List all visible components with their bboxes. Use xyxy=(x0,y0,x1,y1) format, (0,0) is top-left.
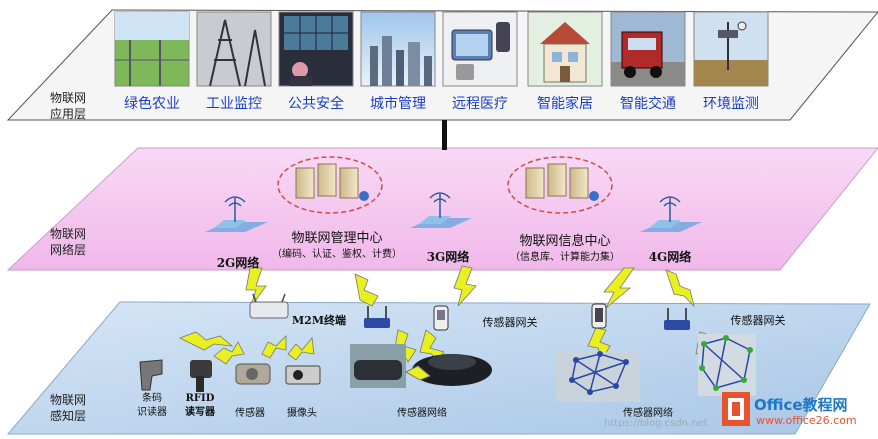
info-center-servers xyxy=(507,156,613,214)
layer-connector xyxy=(442,120,447,150)
camera-label: 摄像头 xyxy=(287,408,317,419)
m2m-terminal-label: M2M终端 xyxy=(291,314,346,327)
link-bolt xyxy=(287,337,315,361)
tile-industrial xyxy=(196,11,272,87)
link-bolt xyxy=(261,335,287,359)
mgmt-center-servers xyxy=(277,156,383,214)
app-label-transport: 智能交通 xyxy=(620,96,676,112)
sensor-network-label-2: 传感器网络 xyxy=(623,408,673,419)
network-2g-label: 2G网络 xyxy=(216,256,260,270)
tower-3g-icon xyxy=(410,192,472,228)
sensor-label: 传感器 xyxy=(235,408,265,419)
info-center-title: 物联网信息中心 xyxy=(519,234,611,249)
app-label-agriculture: 绿色农业 xyxy=(124,96,180,112)
link-bolt xyxy=(179,331,234,351)
rfid-reader-icon xyxy=(190,360,212,392)
watermark-brand: Office教程网 xyxy=(754,396,848,414)
router-icon-2 xyxy=(664,308,690,330)
watermark-url: www.office26.com xyxy=(756,414,857,427)
tile-transport xyxy=(610,11,686,87)
tile-agriculture xyxy=(114,11,190,87)
m2m-terminal-icon xyxy=(249,293,289,319)
phone-gateway-icon xyxy=(433,305,449,331)
link-bolt xyxy=(453,265,477,307)
sensor-icon xyxy=(235,363,271,385)
info-center-subtitle: （信息库、计算能力集） xyxy=(510,252,620,263)
tower-sensor-network-icon xyxy=(698,334,756,396)
sensor-gateway-label-2: 传感器网关 xyxy=(730,314,786,327)
network-layer-plane xyxy=(6,147,878,271)
mgmt-center-subtitle: （编码、认证、鉴权、计费） xyxy=(272,249,402,260)
barcode-reader-label: 条码 识读器 xyxy=(137,393,167,418)
tile-city xyxy=(360,11,436,87)
office-logo-icon xyxy=(722,392,750,426)
tile-environment xyxy=(693,11,769,87)
app-label-smart-home: 智能家居 xyxy=(537,96,593,112)
link-bolt xyxy=(665,269,695,308)
wireless-links xyxy=(179,265,721,365)
layer-label-application: 物联网 应用层 xyxy=(49,91,86,121)
sensor-gateway-label-1: 传感器网关 xyxy=(482,316,538,329)
car-sensor-network-icon xyxy=(350,344,492,388)
router-icon-1 xyxy=(364,306,390,328)
camera-icon xyxy=(285,365,321,385)
sensor-network-label-1: 传感器网络 xyxy=(397,408,447,419)
tower-2g-icon xyxy=(205,196,268,232)
network-4g-label: 4G网络 xyxy=(648,250,692,264)
rfid-reader-label: RFID 读写器 xyxy=(185,393,215,418)
app-label-public-security: 公共安全 xyxy=(288,96,344,112)
tile-smart-home xyxy=(527,11,603,87)
mgmt-center-title: 物联网管理中心 xyxy=(291,231,383,246)
app-label-telemedicine: 远程医疗 xyxy=(452,96,508,112)
tile-telemedicine xyxy=(442,11,518,87)
tower-4g-icon xyxy=(640,196,702,232)
bridge-sensor-network-icon xyxy=(556,351,640,402)
layer-label-perception: 物联网 感知层 xyxy=(49,393,86,423)
barcode-reader-icon xyxy=(139,359,163,391)
layer-label-network: 物联网 网络层 xyxy=(49,227,86,257)
gateway-device-icon xyxy=(591,303,607,329)
network-3g-label: 3G网络 xyxy=(426,250,470,264)
watermark-blog: https://blog.csdn.net xyxy=(604,418,708,429)
app-label-environment: 环境监测 xyxy=(703,96,759,112)
application-tiles xyxy=(114,11,769,87)
tile-public-security xyxy=(278,11,354,87)
app-label-industrial: 工业监控 xyxy=(206,96,262,112)
app-label-city: 城市管理 xyxy=(370,96,426,112)
link-bolt xyxy=(354,273,379,307)
link-bolt xyxy=(603,267,635,309)
link-bolt xyxy=(245,267,267,309)
link-bolt xyxy=(213,341,245,365)
